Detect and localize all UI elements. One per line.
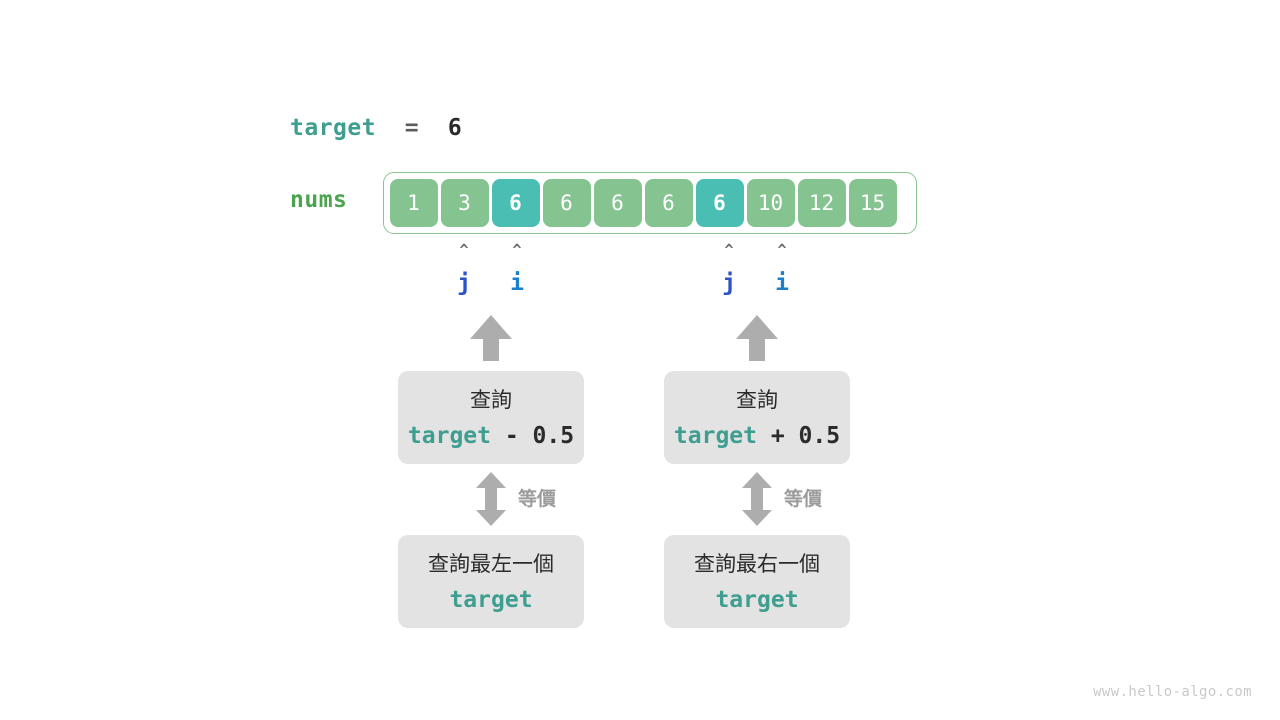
pointer-label: i	[775, 270, 789, 296]
offset-expression: - 0.5	[491, 422, 575, 449]
pointer-j-right: ^ j	[709, 241, 749, 297]
query-expression: target	[715, 585, 798, 615]
target-variable-name: target	[407, 422, 491, 449]
query-box-right-top: 查詢 target + 0.5	[664, 371, 850, 464]
array-cell: 6	[542, 179, 591, 227]
target-variable-name: target	[290, 115, 377, 141]
query-label: 查詢	[736, 387, 778, 412]
arrow-head	[470, 315, 512, 339]
arrow-head	[736, 315, 778, 339]
target-variable-name: target	[449, 586, 533, 613]
target-variable-name: target	[673, 422, 757, 449]
pointer-label: j	[457, 270, 471, 296]
array-cell: 12	[797, 179, 846, 227]
array-cell: 10	[746, 179, 795, 227]
double-arrow-icon	[742, 472, 772, 526]
pointer-label: j	[722, 270, 736, 296]
arrow-head-down	[742, 510, 772, 526]
pointer-j-left: ^ j	[444, 241, 484, 297]
arrow-head-up	[476, 472, 506, 488]
array-cell-highlighted: 6	[695, 179, 744, 227]
array-cell: 6	[644, 179, 693, 227]
query-label: 查詢最右一個	[694, 551, 820, 576]
query-expression: target - 0.5	[408, 421, 574, 451]
pointer-i-left: ^ i	[497, 241, 537, 297]
array-cell: 6	[593, 179, 642, 227]
arrow-shaft	[483, 338, 499, 361]
target-variable-name: target	[715, 586, 799, 613]
array-cell: 1	[389, 179, 438, 227]
target-assignment: target = 6	[290, 111, 462, 145]
spacer-1	[376, 115, 405, 141]
query-box-left-bottom: 查詢最左一個 target	[398, 535, 584, 628]
arrow-shaft	[485, 487, 497, 511]
caret-icon: ^	[777, 241, 787, 259]
query-box-right-bottom: 查詢最右一個 target	[664, 535, 850, 628]
equals-operator: =	[404, 115, 420, 141]
query-label: 查詢最左一個	[428, 551, 554, 576]
pointer-i-right: ^ i	[762, 241, 802, 297]
equivalence-group-right: 等價	[742, 472, 862, 526]
array-cell: 3	[440, 179, 489, 227]
query-box-left-top: 查詢 target - 0.5	[398, 371, 584, 464]
query-expression: target	[449, 585, 532, 615]
equivalence-label: 等價	[784, 488, 823, 510]
spacer-2	[419, 115, 448, 141]
nums-label: nums	[290, 187, 348, 213]
arrow-head-down	[476, 510, 506, 526]
query-expression: target + 0.5	[674, 421, 840, 451]
arrow-shaft	[749, 338, 765, 361]
array-cell: 15	[848, 179, 897, 227]
array-cell-highlighted: 6	[491, 179, 540, 227]
arrow-shaft	[751, 487, 763, 511]
equivalence-label: 等價	[518, 488, 557, 510]
caret-icon: ^	[512, 241, 522, 259]
double-arrow-icon	[476, 472, 506, 526]
target-value: 6	[447, 115, 463, 141]
offset-expression: + 0.5	[757, 422, 841, 449]
watermark: www.hello-algo.com	[1093, 684, 1252, 700]
query-label: 查詢	[470, 387, 512, 412]
caret-icon: ^	[459, 241, 469, 259]
equivalence-group-left: 等價	[476, 472, 596, 526]
up-arrow-icon-right	[736, 315, 778, 361]
nums-array: 1 3 6 6 6 6 6 10 12 15	[383, 172, 917, 234]
up-arrow-icon-left	[470, 315, 512, 361]
caret-icon: ^	[724, 241, 734, 259]
arrow-head-up	[742, 472, 772, 488]
pointer-label: i	[510, 270, 524, 296]
